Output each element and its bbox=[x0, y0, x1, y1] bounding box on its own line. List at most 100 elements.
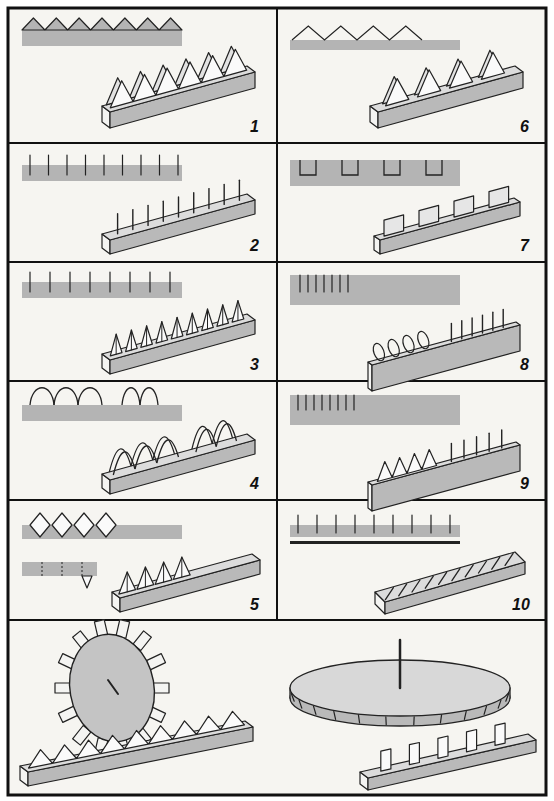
slit-mark bbox=[339, 275, 340, 292]
fold-mark bbox=[149, 272, 150, 292]
square-tooth bbox=[454, 196, 474, 217]
bar-top bbox=[102, 434, 255, 480]
slit-mark bbox=[321, 395, 322, 410]
tick-mark bbox=[392, 515, 393, 533]
square-tooth bbox=[489, 186, 509, 207]
arch-mark bbox=[140, 388, 158, 405]
pin bbox=[178, 197, 179, 217]
wheel-face bbox=[61, 628, 162, 749]
diamond-tooth bbox=[119, 572, 136, 594]
panel-number: 3 bbox=[250, 356, 259, 374]
axle-mark bbox=[108, 680, 118, 694]
disk-axle bbox=[399, 640, 402, 688]
slash-mark bbox=[479, 561, 487, 573]
pin-mark bbox=[48, 155, 49, 175]
rim-tick bbox=[506, 693, 509, 701]
panel-number: 7 bbox=[520, 237, 529, 255]
slit-strip bbox=[482, 315, 483, 333]
notch-mark bbox=[384, 160, 400, 175]
slit-strip bbox=[451, 444, 452, 462]
folded-tooth bbox=[110, 334, 122, 356]
paper-strip bbox=[22, 165, 182, 181]
fold-line bbox=[145, 567, 146, 587]
spiral-loop bbox=[401, 334, 417, 354]
folded-tooth bbox=[232, 301, 244, 323]
tooth-front bbox=[449, 61, 472, 88]
folded-tooth bbox=[141, 326, 153, 348]
triangle-tooth bbox=[377, 450, 436, 482]
slit-mark bbox=[345, 395, 346, 410]
slit-mark bbox=[315, 275, 316, 292]
diamond-mark bbox=[52, 513, 72, 537]
fold-line bbox=[127, 572, 128, 592]
arch-mark bbox=[122, 388, 140, 405]
diamond-mark bbox=[30, 513, 50, 537]
panel-number: 5 bbox=[250, 596, 259, 614]
rim-tick bbox=[484, 706, 486, 714]
bar-side bbox=[120, 560, 260, 612]
pin bbox=[117, 214, 118, 234]
fold-line bbox=[146, 326, 147, 346]
slit-mark bbox=[331, 275, 332, 292]
slash-mark bbox=[425, 576, 433, 588]
arch-strip-back bbox=[109, 449, 131, 472]
fold-line bbox=[207, 309, 208, 329]
diamond-tooth bbox=[173, 557, 190, 579]
slit-mark bbox=[305, 395, 306, 410]
rim-tick bbox=[498, 700, 501, 708]
slit-mark bbox=[299, 275, 300, 292]
dashed-fold bbox=[82, 562, 83, 576]
tick-mark bbox=[316, 515, 317, 533]
folded-tooth bbox=[202, 309, 214, 331]
pin bbox=[132, 210, 133, 230]
fold-line bbox=[116, 334, 117, 354]
panel-number: 1 bbox=[250, 118, 259, 136]
fold-mark bbox=[29, 272, 30, 292]
slash-mark bbox=[385, 588, 393, 600]
spiral-loop bbox=[416, 330, 432, 350]
rim-tick bbox=[314, 706, 316, 714]
folded-tooth bbox=[171, 317, 183, 339]
slash-mark bbox=[465, 565, 473, 577]
rim-tick bbox=[464, 711, 466, 719]
rack-tooth bbox=[29, 711, 245, 768]
slit-strip bbox=[461, 321, 462, 339]
paper-strip bbox=[290, 160, 460, 186]
rack-flap bbox=[409, 743, 419, 765]
row-divider bbox=[8, 261, 546, 263]
panel-number: 2 bbox=[250, 237, 259, 255]
bar-top bbox=[375, 552, 525, 602]
pin bbox=[193, 193, 194, 213]
notch-mark bbox=[342, 160, 358, 175]
bar-top bbox=[368, 322, 520, 365]
rim-tick bbox=[413, 717, 415, 725]
fold-mark bbox=[49, 272, 50, 292]
slit-mark bbox=[297, 395, 298, 410]
slit-strip bbox=[463, 440, 464, 458]
fold-line bbox=[177, 317, 178, 337]
fold-mark bbox=[129, 272, 130, 292]
fold-line bbox=[181, 557, 182, 577]
paper-strip bbox=[290, 525, 460, 537]
diamond-mark bbox=[96, 513, 116, 537]
folded-tooth bbox=[126, 330, 138, 352]
arch-mark bbox=[54, 388, 78, 405]
slash-mark bbox=[399, 584, 407, 596]
row-divider bbox=[8, 380, 546, 382]
slash-mark bbox=[505, 553, 513, 565]
slit-strip bbox=[471, 318, 472, 336]
outer-border bbox=[8, 8, 546, 795]
notch-mark bbox=[300, 160, 316, 175]
rim-tick bbox=[299, 700, 302, 708]
rack-flap bbox=[381, 749, 391, 771]
fold-mark bbox=[169, 272, 170, 292]
paper-strip bbox=[290, 395, 460, 425]
folded-tooth bbox=[156, 322, 168, 344]
small-flap bbox=[82, 576, 92, 588]
slit-mark bbox=[353, 395, 354, 410]
fold-line bbox=[192, 313, 193, 333]
tick-mark bbox=[297, 515, 298, 533]
fold-line bbox=[131, 330, 132, 350]
arch-mark bbox=[78, 388, 102, 405]
